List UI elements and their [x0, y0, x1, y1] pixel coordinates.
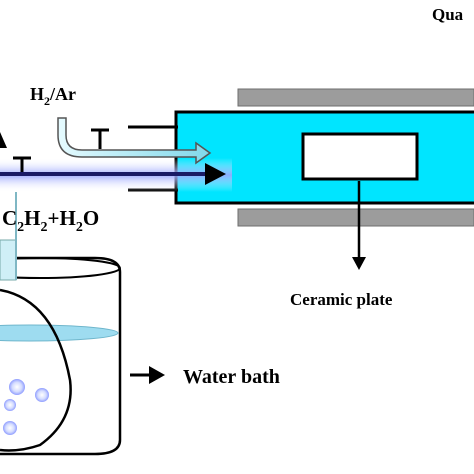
bubble: [4, 399, 16, 411]
bubble: [3, 421, 17, 435]
left-marker: [0, 132, 7, 148]
bubble: [9, 379, 25, 395]
water-bath-container: [0, 256, 122, 456]
label-water-bath: Water bath: [183, 366, 280, 388]
h2-ar-inlet-pipe: [57, 117, 212, 165]
water-bath-pointer-head: [149, 366, 165, 384]
water-surface: [0, 324, 119, 342]
furnace-bottom-block: [237, 208, 474, 227]
ceramic-plate: [301, 132, 419, 181]
label-c2h2-h2o: C2H2+H2O: [2, 206, 99, 235]
flask-body: [0, 288, 72, 452]
label-ceramic-plate: Ceramic plate: [290, 290, 393, 309]
ceramic-plate-pointer-head: [352, 257, 366, 270]
water-bath-rim: [0, 257, 121, 279]
label-h2-ar: H2/Ar: [30, 84, 76, 108]
gas-line-arrowhead: [205, 163, 226, 185]
label-quartz-tube: Qua: [432, 5, 464, 24]
bubble: [35, 388, 49, 402]
furnace-top-block: [237, 88, 474, 107]
flask-neck: [0, 239, 17, 281]
